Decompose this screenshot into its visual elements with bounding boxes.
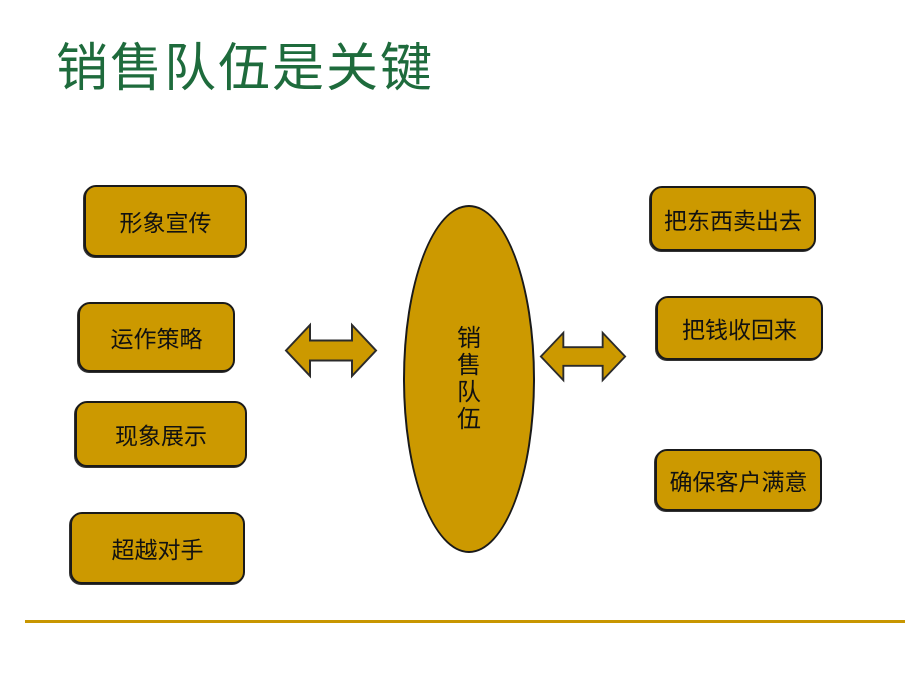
left-box-surpass-rivals: 超越对手: [70, 512, 245, 584]
right-box-collect-money: 把钱收回来: [656, 296, 823, 360]
slide-title: 销售队伍是关键: [56, 39, 435, 99]
left-box-label: 超越对手: [111, 538, 204, 564]
left-box-label: 运作策略: [110, 327, 203, 353]
left-box-image-promotion: 形象宣传: [84, 185, 247, 257]
center-ellipse-sales-team: 销售队伍: [403, 205, 535, 553]
center-ellipse-label: 销售队伍: [457, 324, 481, 433]
bottom-divider-line: [25, 620, 905, 623]
right-box-sell-goods: 把东西卖出去: [650, 186, 816, 251]
left-box-label: 现象展示: [115, 424, 207, 450]
left-box-operation-strategy: 运作策略: [78, 302, 235, 372]
double-arrow-left-icon: [284, 322, 378, 379]
right-box-label: 把东西卖出去: [664, 208, 802, 235]
double-arrow-right-icon: [539, 330, 627, 383]
left-box-label: 形象宣传: [119, 211, 212, 237]
right-box-customer-satisfaction: 确保客户满意: [655, 449, 822, 511]
left-box-phenomenon-display: 现象展示: [75, 401, 247, 467]
right-box-label: 确保客户满意: [669, 470, 808, 496]
right-box-label: 把钱收回来: [682, 318, 797, 344]
